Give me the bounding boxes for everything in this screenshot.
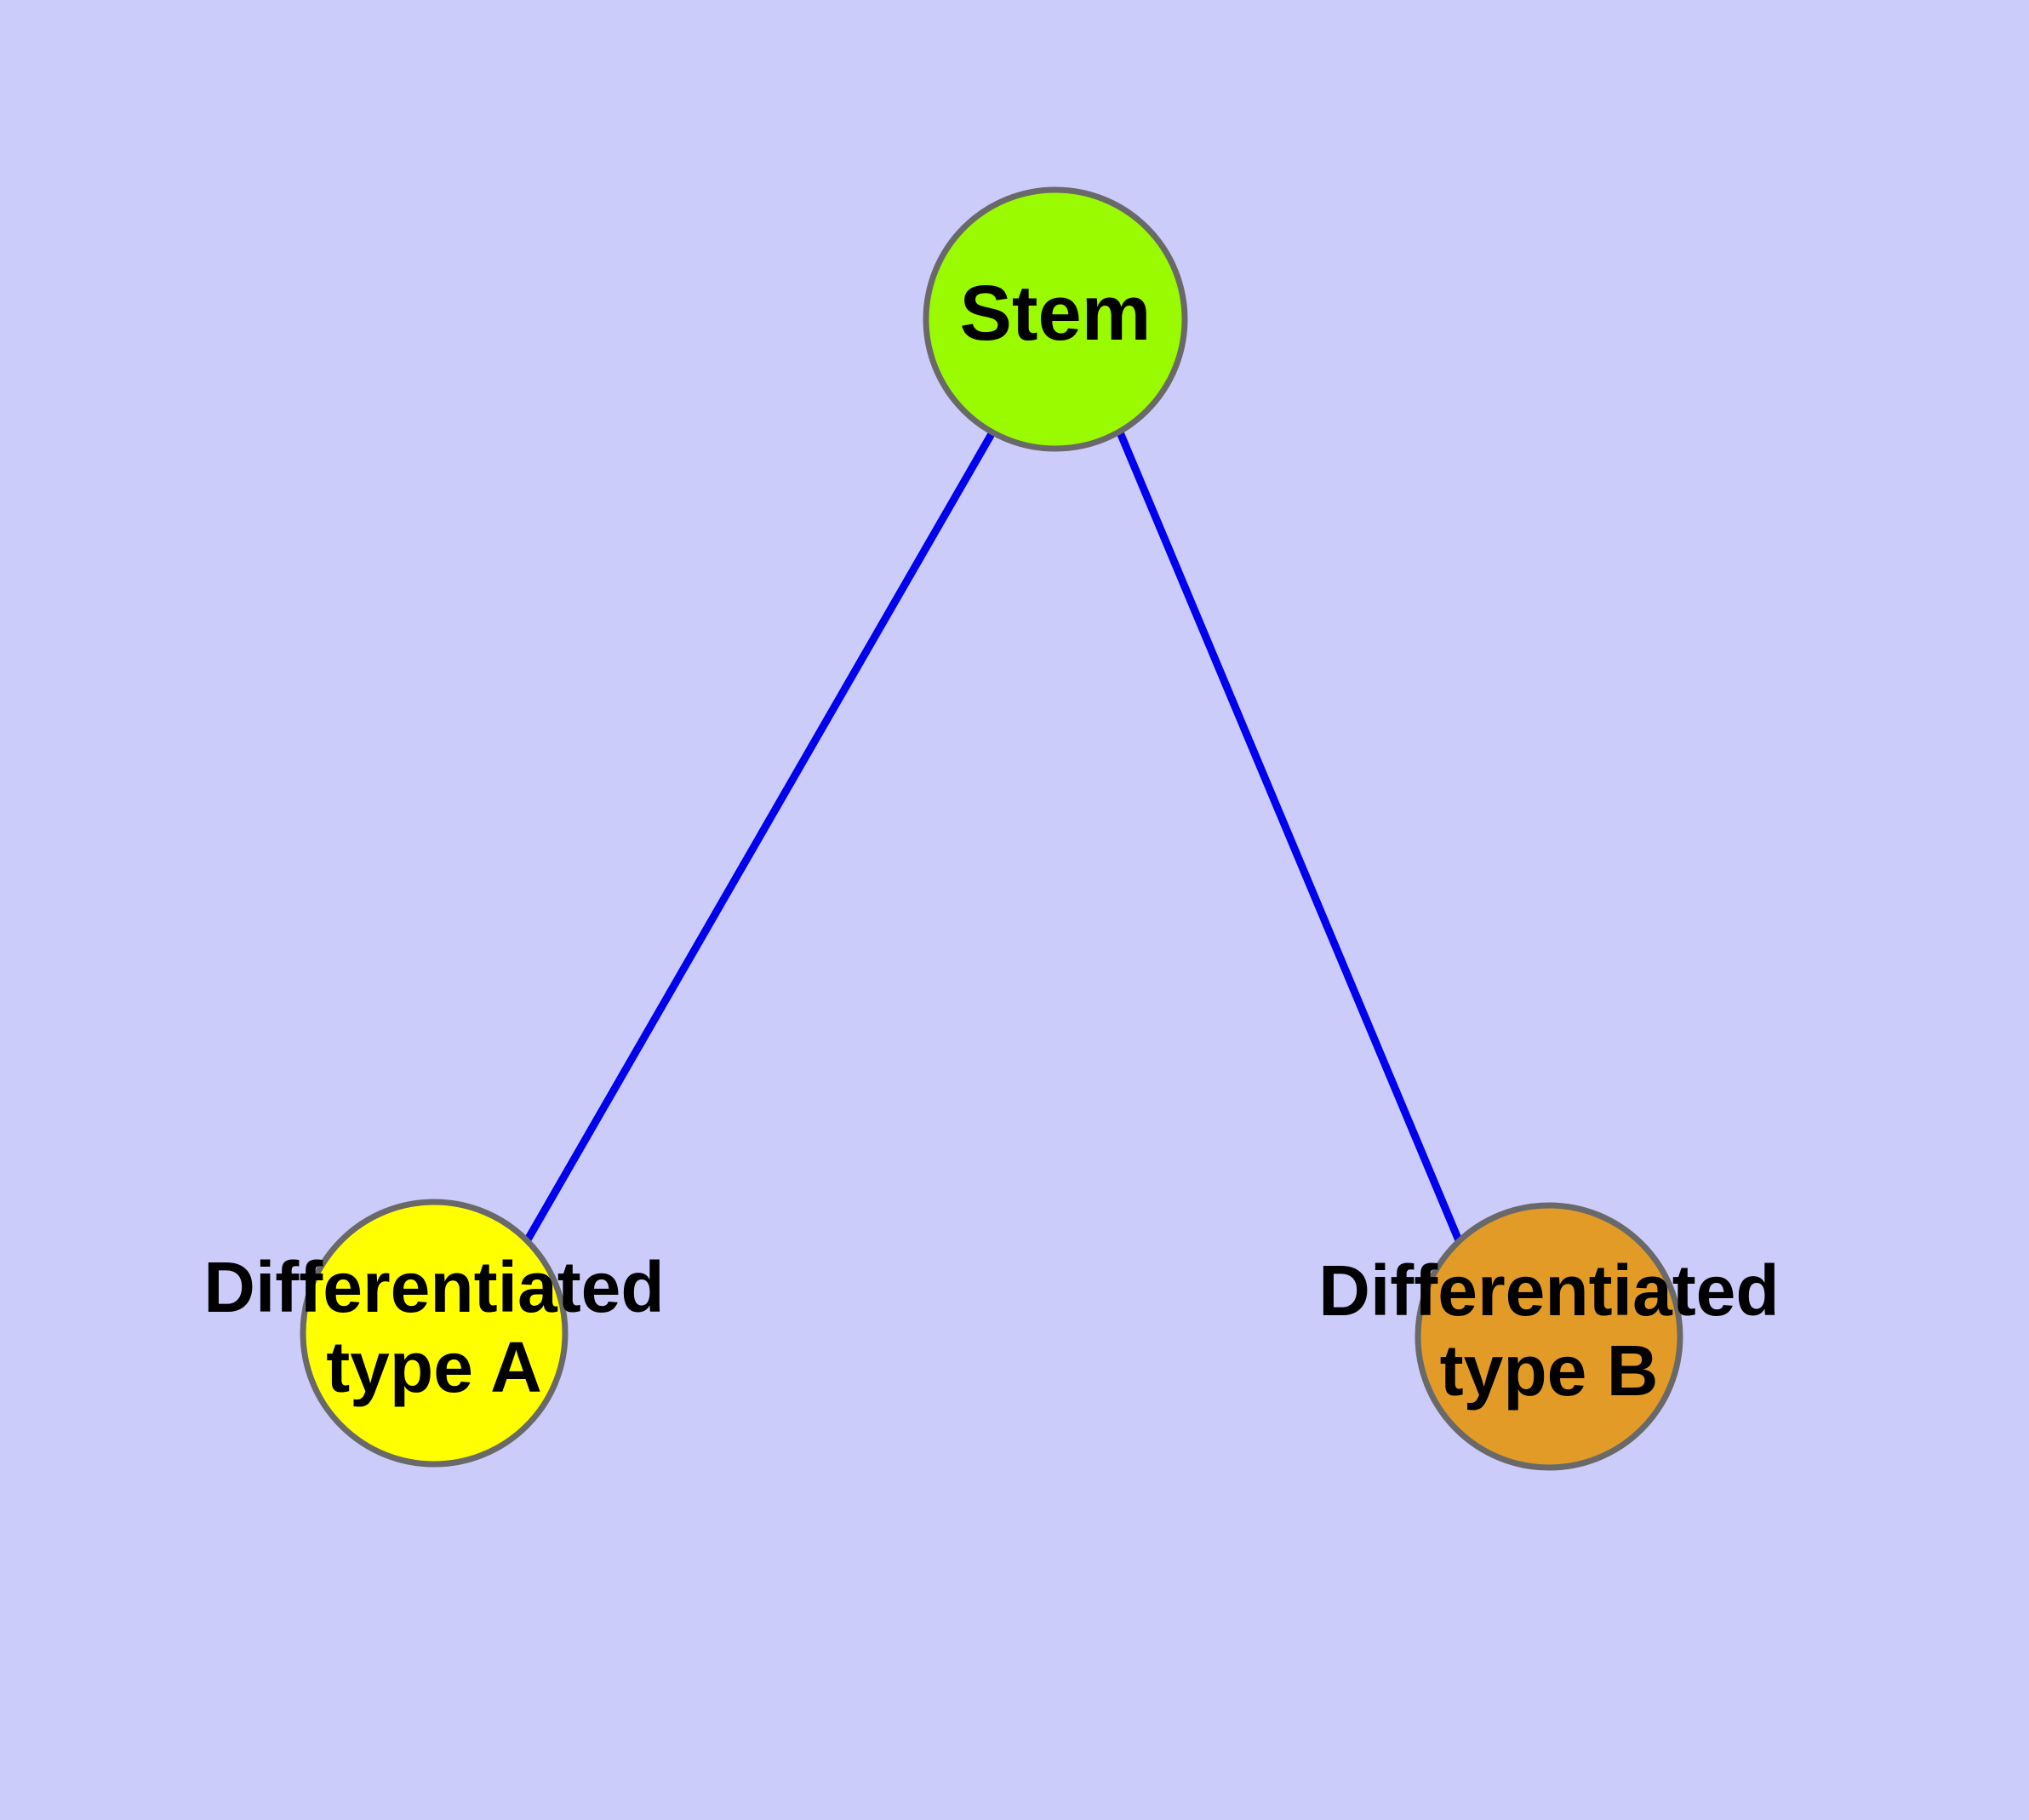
- graph-node-stem[interactable]: Stem: [923, 186, 1188, 452]
- edges-layer: [523, 430, 1465, 1246]
- node-label-line: Stem: [960, 270, 1152, 357]
- graph-edge[interactable]: [523, 430, 996, 1244]
- graph-edge[interactable]: [1116, 431, 1465, 1246]
- node-label-line: type A: [326, 1327, 542, 1407]
- node-label-line: type B: [1440, 1331, 1659, 1411]
- node-circle-stem[interactable]: [923, 186, 1188, 452]
- node-label-line: Differentiated: [203, 1247, 664, 1327]
- node-label-stem: Stem: [960, 270, 1152, 357]
- node-label-line: Differentiated: [1318, 1251, 1779, 1331]
- node-circle-diff_a[interactable]: [300, 1199, 569, 1468]
- node-circle-diff_b[interactable]: [1415, 1202, 1683, 1471]
